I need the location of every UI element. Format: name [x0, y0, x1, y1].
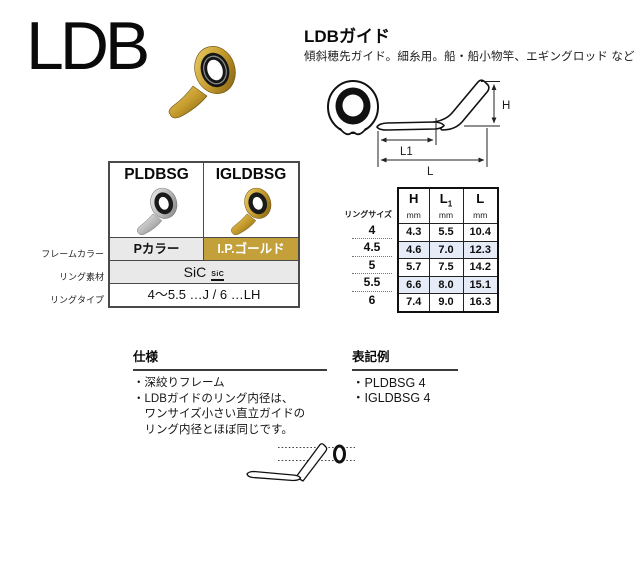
guide-front-view-drawing — [327, 80, 379, 136]
dimension-diagram: H L1 L — [327, 79, 510, 178]
ring-type-value: 4〜5.5 …J / 6 …LH — [147, 287, 261, 302]
model-table: PLDBSG IGLDBSG — [108, 161, 300, 308]
divider — [133, 369, 327, 371]
spec-line: リング内径とほぼ同じです。 — [133, 423, 293, 436]
spec-line: ・深絞りフレーム — [133, 377, 225, 389]
table-row: 4.6 7.0 12.3 — [397, 240, 499, 259]
ring-material-cell: SiC SiC — [110, 261, 298, 283]
dimension-lines — [377, 81, 500, 167]
model-column-pldbsg: PLDBSG — [110, 163, 203, 237]
model-name: IGLDBSG — [215, 166, 287, 183]
table-row: 7.4 9.0 16.3 — [397, 293, 499, 312]
gold-guide-photo — [168, 46, 236, 119]
row-label-ring-type: リングタイプ — [49, 295, 104, 305]
frame-color-value-p: Pカラー — [110, 238, 203, 260]
guide-side-view-drawing — [376, 79, 490, 131]
notation-title: 表記例 — [352, 350, 390, 364]
dim-label-h: H — [502, 100, 510, 112]
specs-section: 仕様 ・深絞りフレーム ・LDBガイドのリング内径は、 ワンサイズ小さい直立ガイ… — [133, 346, 327, 438]
model-column-igldbsg: IGLDBSG — [203, 163, 298, 237]
product-code-heading: LDB — [26, 8, 150, 84]
ring-size-value: 5.5 — [352, 274, 392, 292]
silver-guide-photo — [136, 187, 177, 235]
frame-color-value-ipgold: I.P.ゴールド — [203, 238, 298, 260]
page-title: LDBガイド — [304, 27, 390, 46]
ring-size-value: 6 — [368, 292, 376, 307]
upright-guide-ring-drawing — [333, 444, 346, 464]
row-label-frame-color: フレームカラー — [41, 249, 104, 259]
dim-label-l1: L1 — [400, 146, 413, 158]
specs-title: 仕様 — [133, 350, 159, 364]
row-label-ring-material: リング素材 — [58, 272, 104, 282]
spec-line: ・LDBガイドのリング内径は、 — [133, 392, 294, 405]
spec-line: ワンサイズ小さい直立ガイドの — [133, 408, 306, 420]
page-description: 傾斜穂先ガイド。細糸用。船・船小物竿、エギングロッド など — [304, 51, 635, 63]
sic-logo-badge: SiC — [211, 271, 225, 281]
notation-section: 表記例 ・PLDBSG 4 ・IGLDBSG 4 — [352, 346, 458, 406]
divider — [352, 369, 458, 371]
notation-example: ・PLDBSG 4 — [352, 376, 426, 390]
table-row: 6.6 8.0 15.1 — [397, 275, 499, 294]
ring-size-value: 4.5 — [352, 239, 392, 257]
guide-profile-drawing — [295, 443, 328, 482]
ring-size-column: リングサイズ 4 4.5 5 5.5 6 — [344, 187, 392, 309]
dim-label-l: L — [427, 166, 434, 178]
ring-size-value: 5 — [352, 257, 392, 275]
table-row: 5.7 7.5 14.2 — [397, 258, 499, 277]
ring-material-value: SiC — [183, 264, 207, 280]
guide-foot-drawing — [246, 470, 302, 482]
ring-diameter-comparison-drawing — [246, 443, 355, 482]
ring-size-header: リングサイズ — [344, 210, 392, 219]
table-row: 4.3 5.5 10.4 — [397, 223, 499, 242]
notation-example: ・IGLDBSG 4 — [352, 391, 431, 405]
ring-size-value: 4 — [352, 222, 392, 240]
model-name: PLDBSG — [124, 166, 189, 183]
gold-guide-photo-small — [231, 187, 272, 235]
